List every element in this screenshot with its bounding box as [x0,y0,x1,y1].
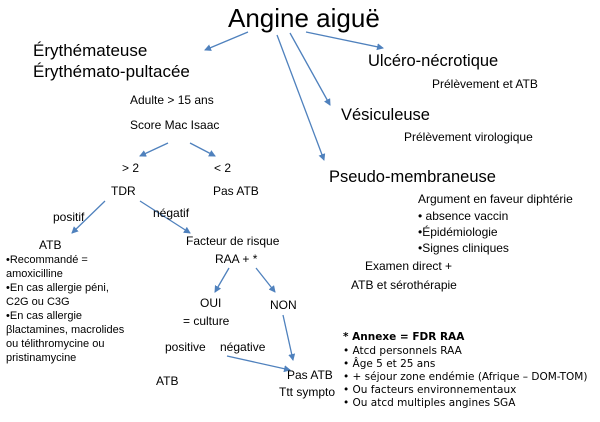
diphterie-bullet-2: •Épidémiologie [418,225,498,239]
annexe-title: * Annexe = FDR RAA [343,331,465,343]
atb-left-line-6: βlactamines, macrolides [6,324,125,336]
arrow-to-lt2 [189,142,216,157]
facteur-risque-line2: RAA + * [215,252,258,266]
arrow-to-erythemateuse [204,31,249,51]
atb-left-line-3: •En cas allergie péni, [6,282,109,294]
atb-left-title: ATB [39,238,62,252]
arrow-to-gt2 [139,142,169,157]
pas-atb-ttt-line1: Pas ATB [287,368,333,382]
annexe-item-5: • Ou atcd multiples angines SGA [343,397,516,409]
score-mac-isaac: Score Mac Isaac [130,118,220,132]
arrow-to-positif [71,200,106,234]
arrow-to-ulcero [305,31,384,51]
non-label: NON [270,298,297,312]
pas-atb-ttt-line2: Ttt sympto [279,385,336,399]
atb-left-line-2: amoxicilline [6,268,63,280]
erythemateuse-label: Érythémateuse [33,41,148,60]
facteur-risque-line1: Facteur de risque [186,234,280,248]
arrow-to-oui [214,267,230,293]
arrow-to-vesiculeuse [289,32,331,106]
diphterie-argument: Argument en faveur diphtérie [418,192,573,206]
tdr-label: TDR [111,184,136,198]
examen-direct-line1: Examen direct + [365,259,453,273]
oui-label: OUI [200,296,222,310]
score-gt2: > 2 [122,161,140,175]
diphterie-bullet-3: •Signes cliniques [418,241,509,255]
page-title: Angine aiguë [228,3,380,33]
arrow-to-ttt [282,314,296,361]
positif-label: positif [53,210,85,224]
positive-label: positive [165,340,206,354]
arrow-to-pseudo [276,34,326,161]
annexe-item-4: • Ou facteurs environnementaux [343,384,517,396]
ulcero-necrotique-label: Ulcéro-nécrotique [368,52,499,70]
annexe-item-3: • + séjour zone endémie (Afrique – DOM-T… [343,371,588,383]
erythemato-pultacee-label: Érythémato-pultacée [33,62,190,81]
atb-left-line-4: C2G ou C3G [6,296,70,308]
pas-atb-label: Pas ATB [213,184,259,198]
arrow-neg-to-pasatb [226,355,291,373]
arrow-to-facteur [139,200,191,234]
atb-left-line-1: •Recommandé = [6,254,88,266]
oui-culture-label: = culture [183,314,230,328]
vesiculeuse-label: Vésiculeuse [341,106,430,124]
negative-label: négative [220,340,266,354]
negatif-label: négatif [153,206,190,220]
vesiculeuse-note: Prélèvement virologique [404,130,533,144]
diphterie-bullet-1: • absence vaccin [418,209,509,223]
atb-left-line-7: ou télithromycine ou [6,338,105,350]
annexe-item-1: • Atcd personnels RAA [343,345,462,357]
ulcero-note: Prélèvement et ATB [432,77,538,91]
arrow-to-non [255,267,276,293]
atb-left-line-5: •En cas allergie [6,310,83,322]
annexe-item-2: • Âge 5 et 25 ans [343,358,436,370]
atb-left-line-8: pristinamycine [6,352,77,364]
pseudo-membraneuse-label: Pseudo-membraneuse [329,168,496,186]
adulte-label: Adulte > 15 ans [130,93,214,107]
score-lt2: < 2 [214,161,232,175]
atb-bottom-label: ATB [156,374,179,388]
examen-direct-line2: ATB et sérothérapie [351,278,457,292]
